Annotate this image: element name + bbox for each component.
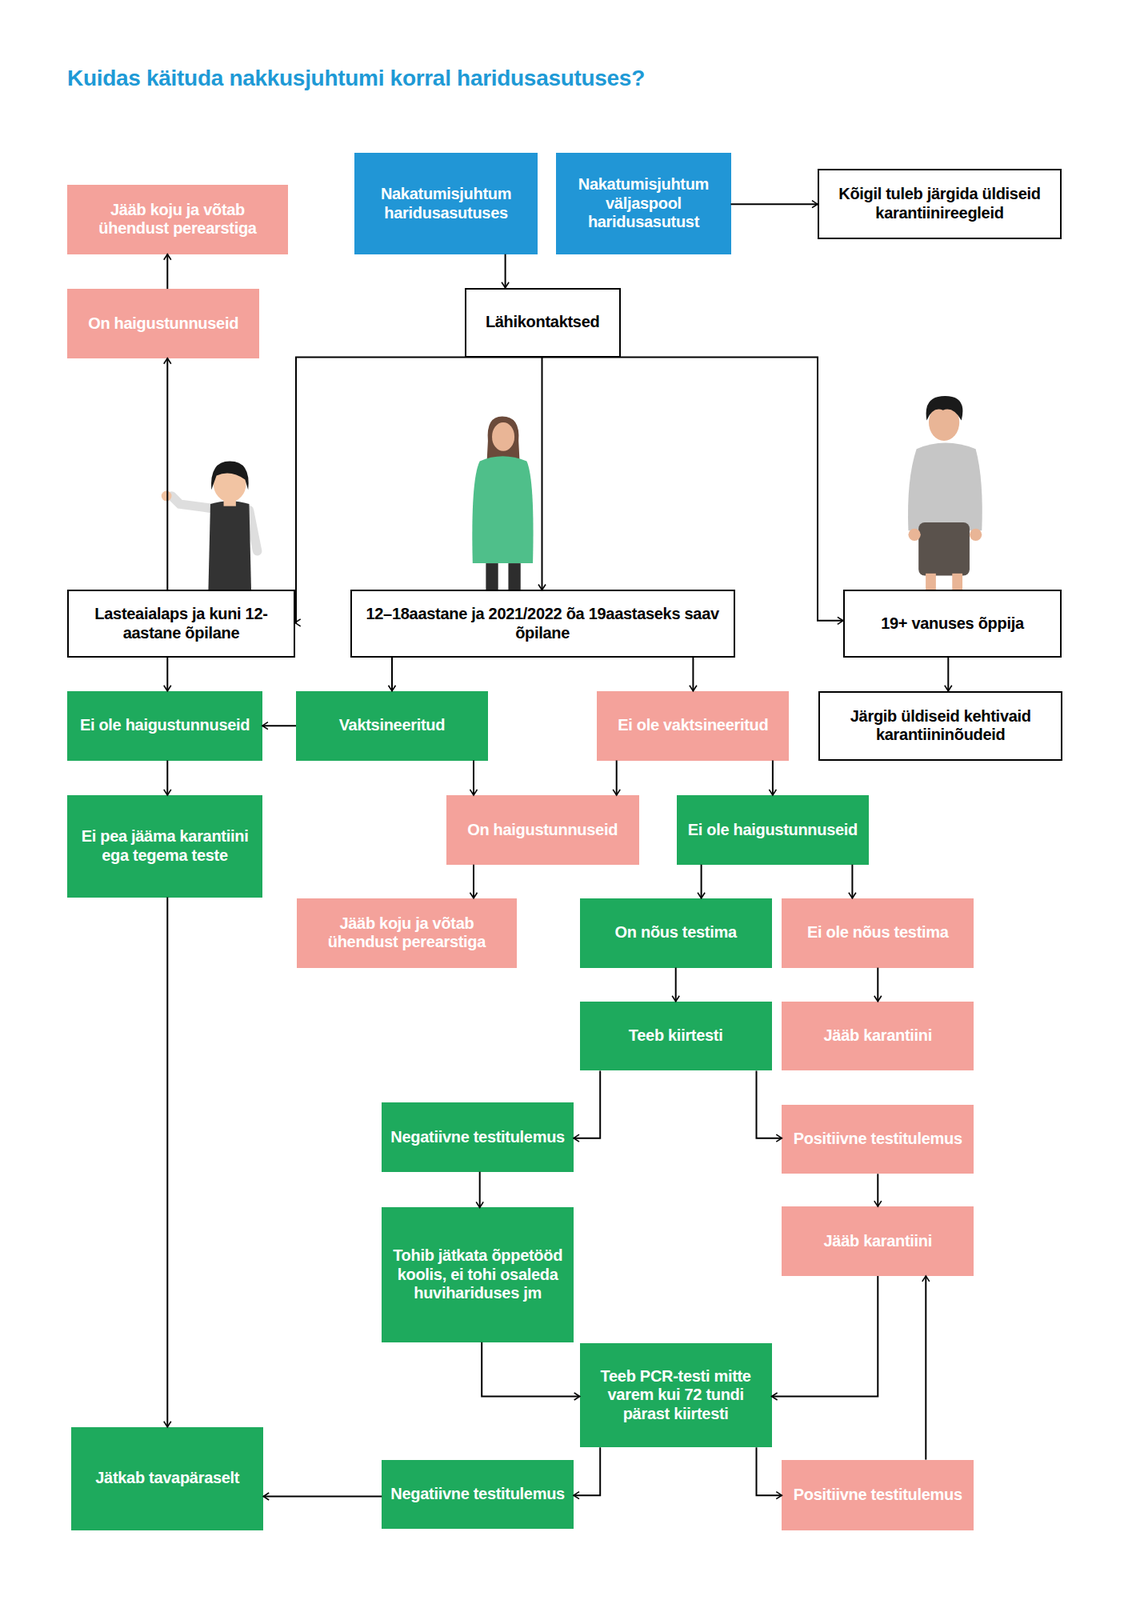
box-text: Nakatumisjuhtum haridusasutuses — [360, 184, 532, 223]
flow-arrow — [504, 254, 507, 288]
box-text: On haigustunnuseid — [467, 820, 618, 840]
process-box: Ei ole vaktsineeritud — [596, 691, 789, 761]
flow-arrow — [700, 864, 703, 899]
flow-arrow — [166, 897, 168, 1428]
process-box: Positiivne testitulemus — [781, 1460, 974, 1531]
flow-arrow — [166, 254, 168, 289]
process-box: Ei pea jääma karantiini ega tegema teste — [67, 795, 263, 898]
box-text: Ei pea jääma karantiini ega tegema teste — [73, 827, 256, 865]
flow-arrow — [541, 357, 544, 591]
process-box: Negatiivne testitulemus — [381, 1460, 574, 1530]
flow-arrow — [756, 1447, 783, 1496]
flow-arrow — [924, 1276, 927, 1460]
box-text: Tohib jätkata õppetööd koolis, ei tohi o… — [388, 1246, 568, 1304]
flow-arrow — [391, 657, 393, 692]
flow-arrow — [166, 760, 168, 796]
process-box: Ei ole haigustunnuseid — [676, 795, 869, 865]
flow-arrow — [756, 1070, 783, 1138]
process-box: Negatiivne testitulemus — [381, 1102, 574, 1172]
flow-arrow — [731, 203, 819, 205]
flow-arrow — [772, 760, 774, 796]
process-box: Positiivne testitulemus — [781, 1104, 974, 1175]
box-text: 12–18aastane ja 2021/2022 õa 19aastaseks… — [358, 604, 728, 643]
flow-arrow — [573, 1447, 600, 1496]
flow-arrow — [481, 1342, 580, 1397]
process-box: Jääb karantiini — [781, 1206, 974, 1276]
flow-arrow — [675, 968, 677, 1002]
flow-arrow — [263, 1496, 382, 1498]
flow-arrow — [542, 357, 844, 621]
box-text: Positiivne testitulemus — [793, 1129, 963, 1149]
box-text: Ei ole haigustunnuseid — [80, 716, 250, 736]
diagram-title: Kuidas käituda nakkusjuhtumi korral hari… — [67, 65, 645, 92]
box-text: Jääb koju ja võtab ühendust perearstiga — [303, 914, 510, 952]
flow-arrow — [472, 760, 475, 796]
flow-arrow — [947, 657, 949, 692]
box-text: Teeb kiirtesti — [628, 1026, 724, 1046]
flow-arrow — [472, 864, 475, 899]
process-box: Ei ole haigustunnuseid — [67, 691, 263, 761]
process-box: On haigustunnuseid — [67, 288, 260, 359]
box-text: Jätkab tavapäraselt — [95, 1468, 240, 1488]
process-box: Jääb karantiini — [781, 1001, 974, 1072]
process-box: 12–18aastane ja 2021/2022 õa 19aastaseks… — [350, 589, 736, 657]
girl-figure — [161, 461, 258, 591]
box-text: Teeb PCR-testi mitte varem kui 72 tundi … — [586, 1367, 766, 1424]
box-text: Järgib üldiseid kehtivaid karantiininõud… — [826, 707, 1055, 745]
box-text: On nõus testima — [615, 923, 737, 943]
box-text: Negatiivne testitulemus — [390, 1484, 565, 1504]
box-text: Ei ole haigustunnuseid — [688, 820, 858, 840]
flow-arrow — [772, 1276, 879, 1397]
process-box: Jääb koju ja võtab ühendust perearstiga — [67, 184, 288, 255]
process-box: Kõigil tuleb järgida üldiseid karantiini… — [817, 168, 1062, 240]
process-box: Teeb PCR-testi mitte varem kui 72 tundi … — [580, 1343, 772, 1448]
box-text: Jääb karantiini — [823, 1026, 932, 1046]
flow-arrow — [876, 1173, 879, 1207]
flow-arrow — [262, 724, 296, 727]
flow-arrow — [166, 358, 168, 591]
box-text: 19+ vanuses õppija — [880, 614, 1024, 634]
box-text: On haigustunnuseid — [88, 314, 239, 334]
process-box: Ei ole nõus testima — [781, 898, 974, 968]
flow-arrow — [573, 1070, 600, 1138]
flow-arrow — [876, 968, 879, 1002]
box-text: Lasteaialaps ja kuni 12-aastane õpilane — [75, 604, 288, 643]
process-box: Vaktsineeritud — [296, 691, 488, 761]
flow-arrow — [295, 357, 543, 624]
flow-arrow — [692, 657, 694, 692]
flow-arrow — [616, 760, 618, 796]
process-box: Nakatumisjuhtum haridusasutuses — [354, 152, 539, 254]
process-box: Järgib üldiseid kehtivaid karantiininõud… — [818, 691, 1063, 761]
box-text: Nakatumisjuhtum väljaspool haridusasutus… — [562, 175, 724, 232]
box-text: Jääb koju ja võtab ühendust perearstiga — [73, 200, 282, 239]
flow-arrow — [479, 1172, 481, 1208]
box-text: Vaktsineeritud — [339, 716, 446, 736]
flow-arrow — [851, 864, 853, 899]
flow-arrow — [166, 657, 168, 692]
process-box: On nõus testima — [580, 898, 772, 968]
process-box: Tohib jätkata õppetööd koolis, ei tohi o… — [381, 1207, 574, 1342]
box-text: Ei ole vaktsineeritud — [617, 716, 768, 736]
process-box: On haigustunnuseid — [446, 795, 640, 865]
process-box: Lähikontaktsed — [464, 288, 621, 358]
process-box: Jääb koju ja võtab ühendust perearstiga — [296, 898, 516, 968]
process-box: Nakatumisjuhtum väljaspool haridusasutus… — [556, 152, 731, 254]
box-text: Positiivne testitulemus — [793, 1485, 963, 1505]
process-box: Teeb kiirtesti — [580, 1001, 772, 1072]
box-text: Ei ole nõus testima — [807, 923, 949, 943]
box-text: Kõigil tuleb järgida üldiseid karantiini… — [825, 184, 1054, 223]
process-box: Jätkab tavapäraselt — [71, 1427, 264, 1531]
boy-figure — [908, 396, 983, 590]
box-text: Negatiivne testitulemus — [390, 1128, 565, 1148]
process-box: Lasteaialaps ja kuni 12-aastane õpilane — [67, 589, 296, 657]
box-text: Lähikontaktsed — [485, 312, 600, 332]
woman-figure — [472, 416, 533, 590]
process-box: 19+ vanuses õppija — [843, 589, 1062, 657]
box-text: Jääb karantiini — [823, 1232, 932, 1252]
